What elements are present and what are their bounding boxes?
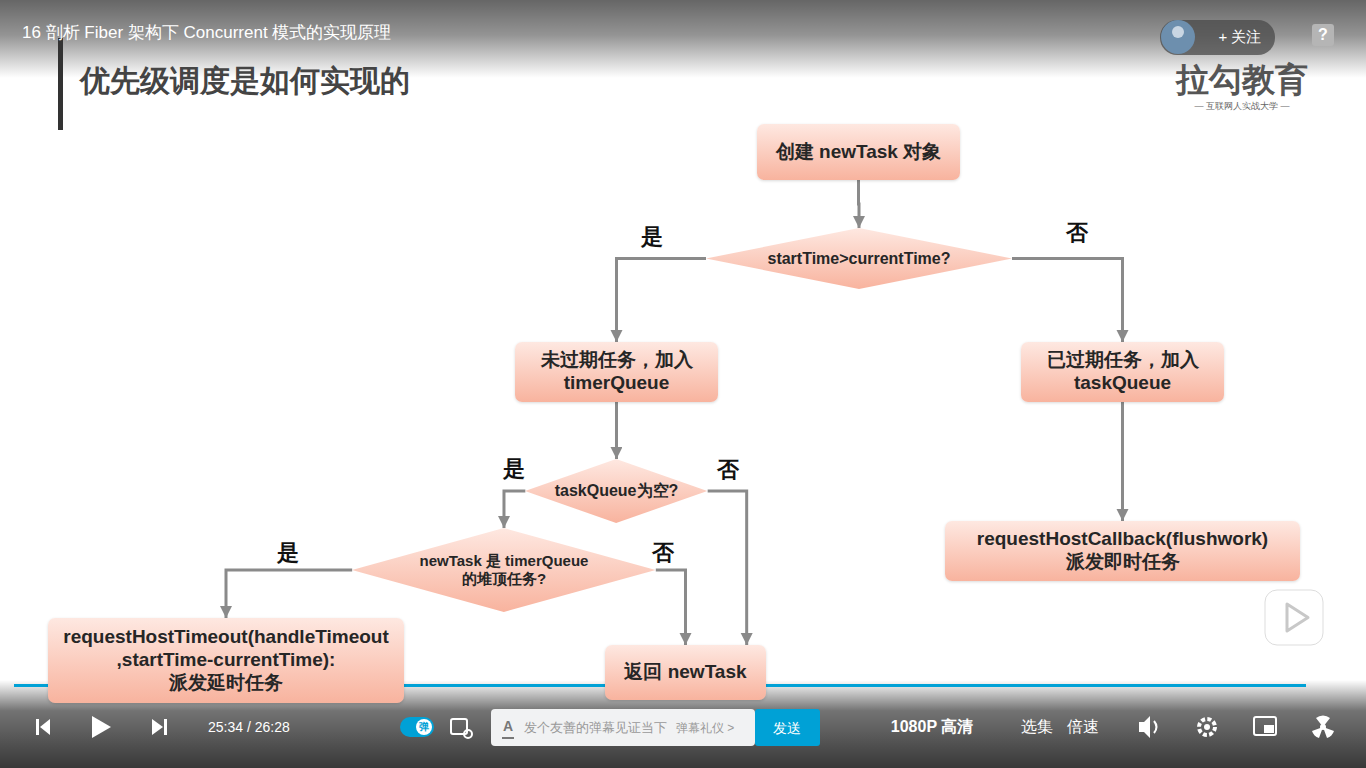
title-bar-accent xyxy=(58,38,63,130)
node-text: 已过期任务，加入 taskQueue xyxy=(1047,349,1199,393)
settings-hub xyxy=(1204,724,1210,730)
flow-connector xyxy=(1012,259,1123,343)
logo-text: 拉勾教育 xyxy=(1176,60,1308,100)
font-icon: A xyxy=(503,718,513,735)
branch-label: 否 xyxy=(650,541,676,565)
volume-wave xyxy=(1154,721,1157,733)
node-text: requestHostCallback(flushwork) 派发即时任务 xyxy=(977,528,1268,572)
pip-inner xyxy=(1264,725,1274,733)
send-button xyxy=(755,709,820,746)
play-icon xyxy=(92,716,111,738)
flow-connector xyxy=(615,402,618,459)
danmaku-toggle-knob xyxy=(416,719,432,735)
decision-diamond: startTime>currentTime? xyxy=(706,228,1012,289)
send-label: 发送 xyxy=(773,720,801,737)
next-icon xyxy=(152,719,163,735)
float-play-button xyxy=(1265,590,1323,645)
branch-label: 是 xyxy=(639,225,665,249)
node-text: 未过期任务，加入 timerQueue xyxy=(541,349,693,393)
node-text: 返回 newTask xyxy=(624,661,746,682)
help-icon: ? xyxy=(1318,25,1328,44)
diamond-shape xyxy=(706,228,1012,289)
video-title: 16 剖析 Fiber 架构下 Concurrent 模式的实现原理 xyxy=(22,23,391,43)
branch-label: 否 xyxy=(1064,221,1090,245)
fullscreen-icon xyxy=(1312,715,1334,738)
next-bar xyxy=(164,719,167,735)
node-text: taskQueue为空? xyxy=(555,482,679,499)
process-box: 创建 newTask 对象 xyxy=(757,124,960,180)
node-text: requestHostTimeout(handleTimeout,startTi… xyxy=(63,626,389,693)
speed-label: 倍速 xyxy=(1067,717,1099,736)
pip-icon xyxy=(1254,717,1276,735)
avatar-head xyxy=(1172,26,1184,38)
time-display: 25:34 / 26:28 xyxy=(208,719,290,736)
node-text: 创建 newTask 对象 xyxy=(776,141,941,162)
terminal-box: 返回 newTask xyxy=(605,645,766,700)
node-text: startTime>currentTime? xyxy=(767,250,950,267)
node-text-wrap: requestHostTimeout(handleTimeout,startTi… xyxy=(61,626,391,694)
node-text-wrap: startTime>currentTime? xyxy=(767,249,950,268)
danmaku-toggle-label: 弹 xyxy=(419,721,429,733)
prev-icon xyxy=(40,719,50,735)
branch-label: 否 xyxy=(715,458,741,482)
danmaku-toggle-pill xyxy=(400,717,434,737)
logo-slogan: — 互联网人实战大学 — xyxy=(1194,101,1289,112)
decision-diamond: taskQueue为空? xyxy=(525,459,707,523)
avatar xyxy=(1161,20,1195,54)
node-text-wrap: requestHostCallback(flushwork) 派发即时任务 xyxy=(960,528,1285,574)
float-play-triangle xyxy=(1287,604,1308,631)
danmaku-etiquette: 弹幕礼仪 > xyxy=(676,721,734,735)
flow-connector xyxy=(226,570,352,618)
follow-pill xyxy=(1160,20,1275,55)
branch-label: 是 xyxy=(501,457,527,481)
node-text-wrap: 已过期任务，加入 taskQueue xyxy=(1033,349,1213,395)
node-text-wrap: 返回 newTask xyxy=(624,661,746,684)
prev-bar xyxy=(36,719,39,735)
node-text-wrap: 创建 newTask 对象 xyxy=(776,141,941,164)
help-square xyxy=(1312,24,1334,46)
node-text-wrap: newTask 是 timerQueue 的堆顶任务? xyxy=(409,552,599,588)
danmaku-input xyxy=(491,709,755,746)
volume-icon xyxy=(1139,716,1150,738)
quality-label: 1080P 高清 xyxy=(891,717,973,736)
flow-connector xyxy=(708,491,747,645)
branch-label: 是 xyxy=(275,541,301,565)
font-icon-underline xyxy=(502,737,514,739)
settings-gear xyxy=(1199,719,1215,735)
diamond-shape xyxy=(352,528,656,612)
process-box: 未过期任务，加入 timerQueue xyxy=(515,342,718,402)
process-box: requestHostTimeout(handleTimeout,startTi… xyxy=(48,618,404,703)
process-box: 已过期任务，加入 taskQueue xyxy=(1021,342,1224,402)
node-text-wrap: 未过期任务，加入 timerQueue xyxy=(527,349,707,395)
flow-connector xyxy=(857,180,861,228)
danmaku-placeholder: 发个友善的弹幕见证当下 xyxy=(524,720,667,736)
diamond-shape xyxy=(525,459,707,523)
danmaku-settings-gear xyxy=(464,730,472,738)
flow-connector xyxy=(504,491,525,528)
node-text: newTask 是 timerQueue 的堆顶任务? xyxy=(420,552,589,587)
follow-label: + 关注 xyxy=(1219,28,1262,46)
flow-connector xyxy=(656,570,686,645)
episode-label: 选集 xyxy=(1021,717,1053,736)
node-text-wrap: taskQueue为空? xyxy=(555,481,679,500)
decision-diamond: newTask 是 timerQueue 的堆顶任务? xyxy=(352,528,656,612)
process-box: requestHostCallback(flushwork) 派发即时任务 xyxy=(945,521,1300,581)
slide-title: 优先级调度是如何实现的 xyxy=(80,63,410,99)
flow-connector xyxy=(1121,402,1124,521)
flow-connector xyxy=(617,259,707,343)
